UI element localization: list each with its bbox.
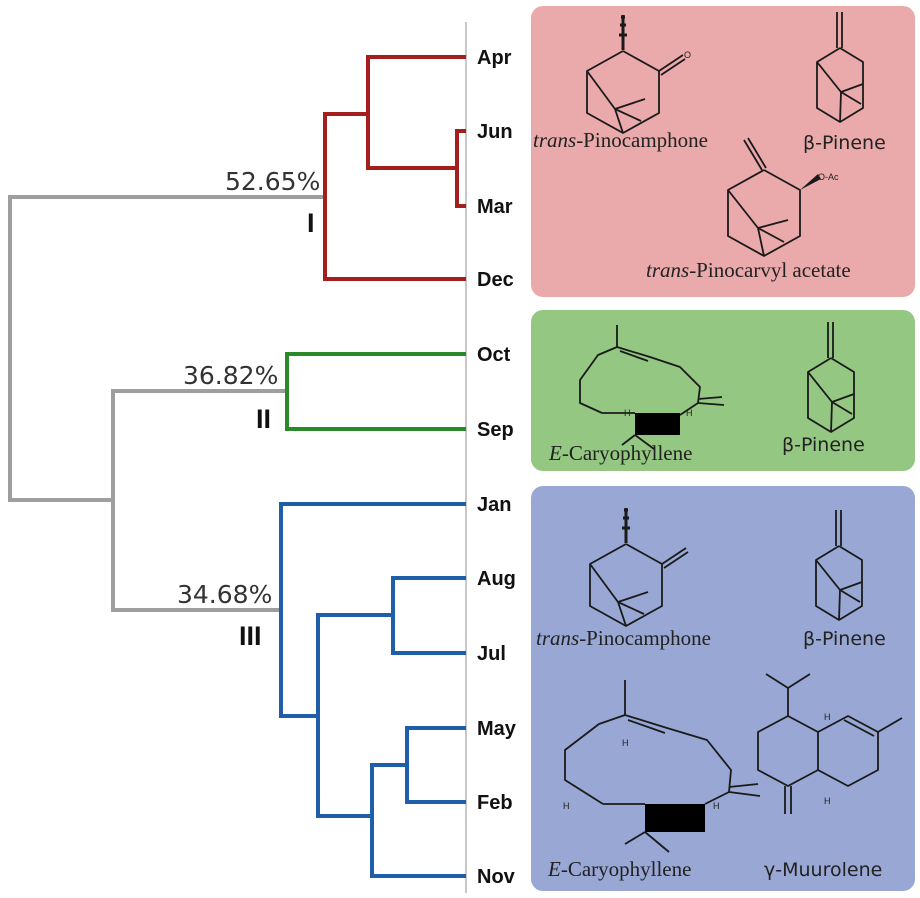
cluster-I-pinocarvyl-structure [727, 137, 821, 257]
leaf-label-feb: Feb [477, 792, 513, 814]
cluster-III-pinocamphone-label: trans-Pinocamphone [536, 626, 711, 650]
cluster-III-pinene-structure [815, 510, 863, 621]
cluster-III-pinocamphone-prefix: trans [536, 626, 579, 650]
cluster-I-pinocarvyl-substituent: O-Ac [818, 172, 839, 182]
cluster-III-caryophyllene-structure [564, 680, 761, 853]
cluster-I-pinocamphone-structure [586, 15, 686, 134]
cluster-III-caryophyllene-name: -Caryophyllene [561, 857, 692, 881]
cluster-I-node-dec [323, 112, 466, 281]
leaf-label-nov: Nov [477, 866, 516, 888]
cluster-III-caryophyllene-prefix: E [547, 857, 561, 881]
cluster-I-pinocarvyl-prefix: trans [646, 258, 689, 282]
cluster-II-caryophyllene-h-left: H [624, 408, 631, 418]
cluster-III-muurolene-structure [757, 673, 903, 814]
cluster-I-pinene-label: β-Pinene [803, 132, 886, 154]
cluster-II-caryophyllene-h-right: H [686, 408, 693, 418]
cluster-I-label: I [307, 208, 315, 238]
cluster-I-pinocamphone-label: trans-Pinocamphone [533, 128, 708, 152]
cluster-II-caryophyllene-name: -Caryophyllene [562, 441, 693, 465]
cluster-III-pinocamphone-name: -Pinocamphone [579, 626, 711, 650]
cluster-I-pinocarvyl-label: trans-Pinocarvyl acetate [646, 258, 851, 282]
cluster-II-similarity: 36.82% [183, 361, 278, 390]
cluster-III-caryophyllene-label: E-Caryophyllene [547, 857, 691, 881]
leaf-label-jan: Jan [477, 494, 511, 516]
cluster-I-pinocarvyl-name: -Pinocarvyl acetate [689, 258, 851, 282]
cluster-III-node-may-feb [405, 726, 466, 804]
cluster-III-muurolene-h-bottom: H [824, 796, 831, 806]
leaf-labels: Apr Jun Mar Dec Oct Sep Jan Aug Jul May … [477, 47, 517, 888]
cluster-I-pinocamphone-prefix: trans [533, 128, 576, 152]
cluster-III-panel [531, 486, 915, 891]
leaf-label-jun: Jun [477, 121, 513, 143]
cluster-II-caryophyllene-prefix: E [548, 441, 562, 465]
cluster-II-caryophyllene-label: E-Caryophyllene [548, 441, 692, 465]
cluster-I-node-jun-mar [455, 129, 466, 208]
cluster-II-pinene-structure [807, 322, 855, 433]
cluster-II-node [285, 352, 466, 431]
leaf-label-may: May [477, 718, 517, 740]
root-branch [8, 195, 325, 502]
cluster-I-oxygen-atom: O [684, 50, 691, 60]
cluster-III-node-upper [316, 613, 393, 818]
cluster-III-similarity: 34.68% [177, 580, 272, 609]
leaf-label-sep: Sep [477, 419, 514, 441]
cluster-II-III-join [111, 389, 287, 612]
cluster-II-caryophyllene-structure [579, 325, 725, 450]
cluster-III-pinocamphone-structure [589, 508, 689, 627]
cluster-III-label: III [239, 621, 262, 651]
cluster-II-pinene-label: β-Pinene [782, 434, 865, 456]
leaf-label-mar: Mar [477, 196, 513, 218]
cluster-III-caryophyllene-h-top: H [622, 738, 629, 748]
leaf-label-oct: Oct [477, 344, 511, 366]
leaf-label-dec: Dec [477, 269, 514, 291]
leaf-label-apr: Apr [477, 47, 512, 69]
cluster-I-pinocamphone-name: -Pinocamphone [576, 128, 708, 152]
cluster-III-pinene-label: β-Pinene [803, 628, 886, 650]
cluster-III-node-aug-jul [391, 576, 466, 655]
cluster-III-muurolene-label: γ-Muurolene [764, 859, 882, 881]
dendrogram-branches [8, 55, 466, 878]
cluster-III-caryophyllene-h-left: H [563, 801, 570, 811]
cluster-III-node-jan [279, 502, 466, 718]
leaf-label-jul: Jul [477, 643, 506, 665]
cluster-I-pinene-structure [816, 12, 864, 123]
cluster-I-panel [531, 6, 915, 297]
cluster-III-node-nov [370, 763, 466, 878]
leaf-label-aug: Aug [477, 568, 516, 590]
cluster-III-caryophyllene-h-right: H [713, 801, 720, 811]
cluster-I-similarity: 52.65% [225, 167, 320, 196]
cluster-III-muurolene-h-top: H [824, 712, 831, 722]
cluster-I-node-apr [366, 55, 466, 170]
cluster-II-label: II [256, 404, 271, 434]
